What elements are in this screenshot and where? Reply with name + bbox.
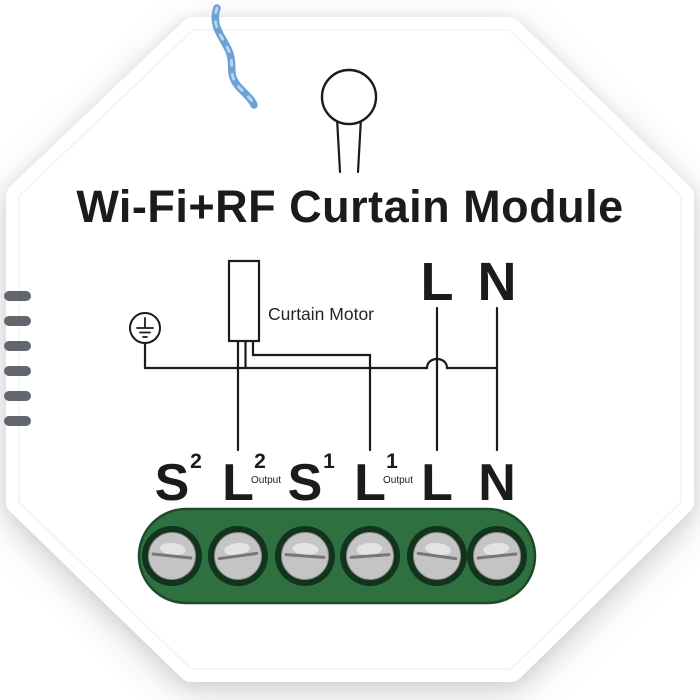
earth-ground-icon xyxy=(129,312,161,344)
screw-slot xyxy=(416,551,458,561)
terminal-block xyxy=(137,507,537,605)
terminal-sup-s2: 2 xyxy=(190,450,202,473)
terminal-label-l1: L xyxy=(354,454,386,512)
antenna-loop-ring xyxy=(320,68,378,126)
terminal-label-n: N xyxy=(478,454,516,512)
screw-highlight xyxy=(224,542,250,556)
wiring-lines xyxy=(143,306,499,452)
vent-slot xyxy=(4,316,31,326)
terminal-label-s2: S xyxy=(155,454,190,512)
curtain-motor-label: Curtain Motor xyxy=(268,304,374,324)
screw-highlight xyxy=(425,542,451,556)
product-title: Wi-Fi+RF Curtain Module xyxy=(76,181,623,232)
blue-wire-twist-highlight xyxy=(213,6,256,107)
terminal-label-l2: L xyxy=(222,454,254,512)
terminal-label-s1: S xyxy=(288,454,323,512)
terminal-note-l1: Output xyxy=(383,475,413,486)
terminal-screw-1 xyxy=(142,526,202,586)
screw-highlight xyxy=(356,542,383,556)
screw-highlight xyxy=(292,542,319,556)
antenna-leg xyxy=(335,116,342,174)
terminal-screw-2 xyxy=(208,526,268,586)
terminal-note-l2: Output xyxy=(251,475,281,486)
screw-slot xyxy=(151,552,193,560)
curtain-motor-box xyxy=(227,259,261,343)
earth-ground-glyph xyxy=(136,317,154,338)
wiring-diagram: Curtain Motor L N S 2 L 2 Output S 1 xyxy=(129,252,517,512)
terminal-screw-4 xyxy=(340,526,400,586)
terminal-label-l: L xyxy=(421,454,453,512)
screw-highlight xyxy=(483,542,510,556)
screw-slot xyxy=(217,551,259,561)
vent-slot xyxy=(4,391,31,401)
terminal-sup-l1: 1 xyxy=(386,450,398,473)
vent-slot xyxy=(4,366,31,376)
screw-slot xyxy=(284,553,326,559)
motor-output1-wire xyxy=(251,340,372,452)
terminal-screw-3 xyxy=(275,526,335,586)
screw-slot xyxy=(349,553,391,559)
vent-slot xyxy=(4,341,31,351)
vent-slot xyxy=(4,291,31,301)
terminal-labels: S 2 L 2 Output S 1 L 1 Output L N xyxy=(155,450,516,512)
mains-live-label: L xyxy=(421,252,454,312)
terminal-screw-6 xyxy=(467,526,527,586)
mains-neutral-label: N xyxy=(478,252,517,312)
terminal-sup-l2: 2 xyxy=(254,450,266,473)
ventilation-slots xyxy=(4,291,31,426)
screw-slot xyxy=(476,552,518,560)
vent-slot xyxy=(4,416,31,426)
terminal-screw-5 xyxy=(407,526,467,586)
antenna-loop xyxy=(320,68,378,174)
blue-wire xyxy=(211,4,258,109)
antenna-leg xyxy=(356,116,363,174)
terminal-sup-s1: 1 xyxy=(323,450,335,473)
screw-highlight xyxy=(159,542,186,556)
